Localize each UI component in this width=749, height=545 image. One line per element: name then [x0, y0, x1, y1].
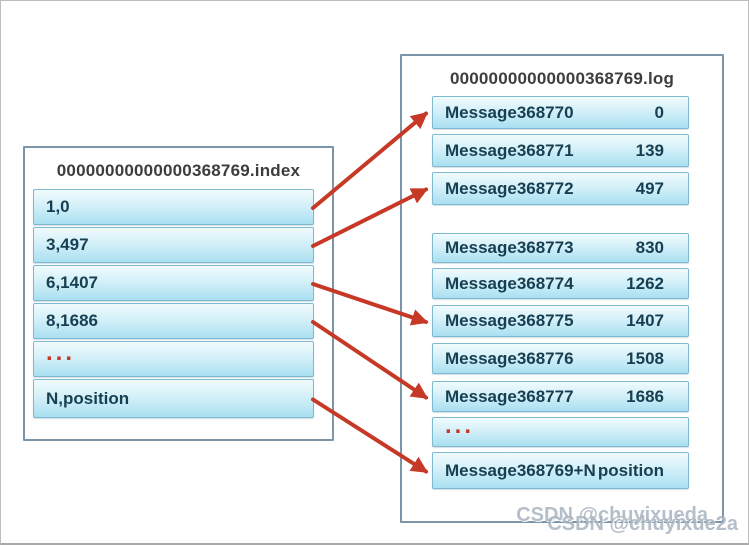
log-row: Message368774 1262 [432, 268, 689, 299]
watermark: CSDN @chuyixueda [516, 504, 708, 526]
message-position: 1262 [626, 273, 664, 293]
index-row-label: N,position [46, 388, 130, 408]
log-file-title: 00000000000000368769.log [449, 69, 675, 88]
log-row: Message368775 1407 [432, 305, 689, 337]
index-row: 6,1407 [33, 265, 314, 301]
message-label: Message368772 [445, 178, 574, 198]
ellipsis-label: ... [46, 339, 76, 366]
message-position: 830 [635, 238, 664, 257]
ellipsis-label: ... [445, 412, 475, 439]
message-label: Message368775 [445, 311, 574, 330]
message-label: Message368773 [445, 238, 574, 257]
message-label: Message368770 [445, 102, 574, 122]
watermark: CSDN @chuyixue2a [547, 513, 738, 535]
message-position: 139 [635, 140, 664, 160]
message-label: Message368774 [445, 273, 574, 293]
message-label: Message368776 [445, 348, 574, 368]
index-row: N,position [33, 379, 314, 418]
message-position: 1508 [626, 348, 664, 368]
log-row: Message368773 830 [432, 233, 689, 263]
log-row: Message368776 1508 [432, 343, 689, 374]
message-position: 1407 [626, 311, 664, 330]
log-ellipsis-row: ... [432, 412, 689, 447]
message-label: Message368777 [445, 386, 574, 406]
log-row: Message368772 497 [432, 172, 689, 205]
message-position: 1686 [626, 386, 664, 406]
index-ellipsis-row: ... [33, 339, 314, 377]
index-row-label: 6,1407 [46, 273, 98, 292]
log-row: Message368769+N position [432, 452, 689, 489]
message-position: 0 [654, 102, 664, 122]
message-position: position [597, 460, 664, 480]
index-row: 3,497 [33, 227, 314, 263]
index-row-label: 8,1686 [46, 311, 98, 330]
log-row: Message368770 0 [432, 96, 689, 129]
log-row: Message368777 1686 [432, 381, 689, 412]
message-position: 497 [635, 178, 664, 198]
index-row: 1,0 [33, 189, 314, 225]
message-label: Message368771 [445, 140, 574, 160]
index-file-title: 00000000000000368769.index [56, 161, 301, 180]
index-row-label: 1,0 [46, 197, 70, 216]
index-row: 8,1686 [33, 303, 314, 339]
log-row: Message368771 139 [432, 134, 689, 167]
index-row-label: 3,497 [46, 235, 89, 254]
message-label: Message368769+N [445, 460, 596, 480]
